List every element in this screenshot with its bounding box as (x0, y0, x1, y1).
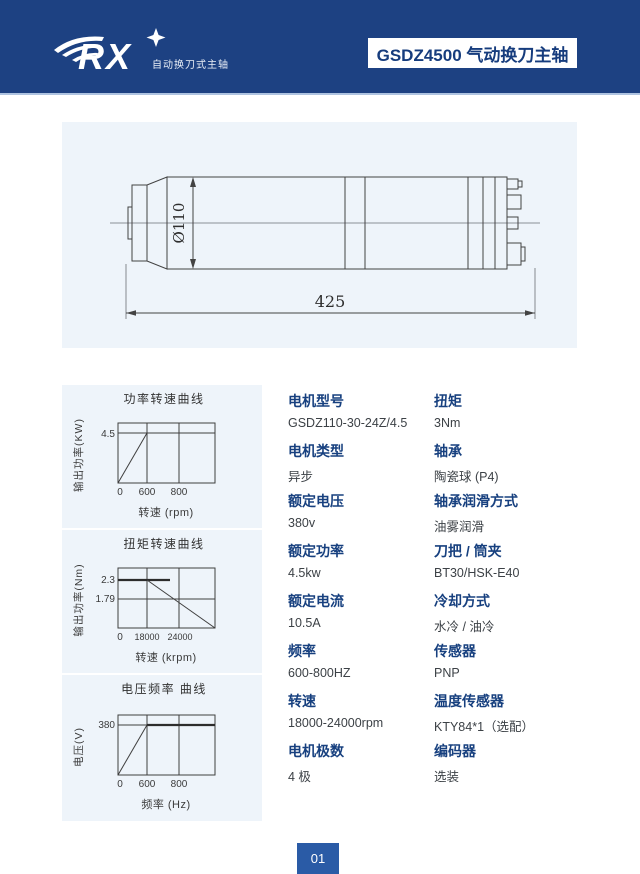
torque-speed-chart: 扭矩转速曲线 输出功率(Nm) 2.3 1.79 0 18000 24000 转… (62, 530, 262, 673)
brand-logo: RX (52, 24, 222, 80)
spec-item-motor-model: 电机型号 GSDZ110-30-24Z/4.5 (288, 391, 434, 441)
rear-fittings (506, 178, 526, 266)
x-tick: 800 (171, 779, 188, 790)
diameter-dimension: Ø110 (170, 177, 196, 269)
spec-item-torque: 扭矩 3Nm (434, 391, 612, 441)
spec-value: 选装 (434, 770, 460, 784)
spec-label: 扭矩 (434, 393, 462, 409)
y-axis-label: 输出功率(Nm) (72, 563, 85, 636)
spec-value: 600-800HZ (288, 666, 351, 680)
spec-label: 电机型号 (288, 393, 344, 409)
spec-label: 温度传感器 (434, 693, 504, 709)
spec-label: 电机极数 (288, 743, 344, 759)
y-tick: 1.79 (96, 594, 116, 605)
spec-label: 轴承 (434, 443, 462, 459)
spec-item-rated-power: 额定功率 4.5kw (288, 541, 434, 591)
plot-frame (117, 714, 216, 776)
spec-value: 水冷 / 油冷 (434, 620, 495, 634)
spec-value: PNP (434, 666, 460, 680)
spec-label: 电机类型 (288, 443, 344, 459)
x-axis-label: 转速 (rpm) (138, 505, 193, 519)
spec-item-sensor: 传感器 PNP (434, 641, 612, 691)
power-speed-chart: 功率转速曲线 输出功率(KW) 4.5 0 600 800 转速 (rpm) (62, 385, 262, 528)
product-title-box: GSDZ4500 气动换刀主轴 (368, 38, 577, 68)
spec-item-cooling: 冷却方式 水冷 / 油冷 (434, 591, 612, 641)
x-axis-label: 转速 (krpm) (135, 650, 196, 664)
y-tick: 2.3 (101, 575, 115, 586)
spec-value: 3Nm (434, 416, 461, 430)
brand-tagline: 自动换刀式主轴 (152, 60, 229, 71)
x-tick: 600 (139, 779, 156, 790)
diameter-label: Ø110 (170, 203, 188, 244)
spec-label: 传感器 (434, 643, 476, 659)
spec-item-frequency: 频率 600-800HZ (288, 641, 434, 691)
spec-value: GSDZ110-30-24Z/4.5 (288, 416, 408, 430)
spec-value: 油雾润滑 (434, 520, 485, 534)
chart-title: 电压频率 曲线 (121, 681, 207, 696)
voltage-curve-rise (117, 724, 148, 776)
spec-label: 额定功率 (288, 543, 344, 559)
spec-label: 转速 (288, 693, 316, 709)
product-title: GSDZ4500 气动换刀主轴 (376, 45, 569, 65)
x-tick: 0 (117, 632, 123, 643)
plot-frame (117, 422, 216, 484)
length-dimension: 425 (125, 264, 536, 319)
y-axis-label: 电压(V) (72, 727, 85, 767)
spec-item-motor-type: 电机类型 异步 (288, 441, 434, 491)
spec-value: 陶瓷球 (P4) (434, 470, 499, 484)
sparkle-star-icon (146, 28, 166, 47)
spec-label: 额定电压 (288, 493, 344, 509)
y-tick: 4.5 (101, 429, 115, 440)
spec-value: BT30/HSK-E40 (434, 566, 520, 580)
spec-label: 轴承润滑方式 (434, 493, 518, 509)
x-tick: 24000 (167, 632, 192, 642)
spec-value: KTY84*1（选配） (434, 720, 535, 734)
spec-item-lubrication: 轴承润滑方式 油雾润滑 (434, 491, 612, 541)
length-label: 425 (315, 292, 346, 311)
page-number-badge: 01 (297, 843, 339, 874)
spec-label: 编码器 (434, 743, 476, 759)
spec-item-motor-poles: 电机极数 4 极 (288, 741, 434, 791)
y-axis-label: 输出功率(KW) (72, 418, 85, 492)
x-tick: 0 (117, 779, 123, 790)
torque-curve-decline (146, 579, 216, 629)
spec-label: 冷却方式 (434, 593, 490, 609)
spec-value: 异步 (288, 470, 314, 484)
x-tick: 800 (171, 487, 188, 498)
power-curve (117, 432, 148, 484)
spec-label: 频率 (288, 643, 316, 659)
spec-item-tool-holder: 刀把 / 筒夹 BT30/HSK-E40 (434, 541, 612, 591)
chart-title: 扭矩转速曲线 (123, 536, 204, 551)
x-tick: 18000 (134, 632, 159, 642)
logo-swoosh-icon (54, 36, 104, 62)
x-tick: 600 (139, 487, 156, 498)
voltage-frequency-chart: 电压频率 曲线 电压(V) 380 0 600 800 频率 (Hz) (62, 675, 262, 821)
plot-frame (117, 567, 216, 629)
spec-label: 刀把 / 筒夹 (434, 543, 502, 559)
logo-text: RX (78, 36, 132, 77)
x-axis-label: 频率 (Hz) (141, 797, 190, 811)
spec-value: 18000-24000rpm (288, 716, 384, 730)
spec-value: 4 极 (288, 770, 311, 784)
spec-value: 4.5kw (288, 566, 321, 580)
spec-value: 10.5A (288, 616, 321, 630)
spec-item-encoder: 编码器 选装 (434, 741, 612, 791)
technical-drawing-panel: Ø110 425 (62, 122, 577, 348)
spec-label: 额定电流 (288, 593, 344, 609)
spec-value: 380v (288, 516, 316, 530)
y-tick: 380 (98, 720, 115, 731)
spindle-drawing: Ø110 425 (110, 176, 540, 319)
header-band: RX 自动换刀式主轴 GSDZ4500 气动换刀主轴 (0, 0, 640, 95)
spec-table: 电机型号 GSDZ110-30-24Z/4.5 电机类型 异步 额定电压 380… (288, 391, 612, 791)
logo-graphic: RX (54, 28, 166, 77)
spec-item-rated-current: 额定电流 10.5A (288, 591, 434, 641)
spec-item-bearing: 轴承 陶瓷球 (P4) (434, 441, 612, 491)
spec-item-speed: 转速 18000-24000rpm (288, 691, 434, 741)
spec-item-rated-voltage: 额定电压 380v (288, 491, 434, 541)
x-tick: 0 (117, 487, 123, 498)
page-number: 01 (310, 851, 326, 866)
chart-title: 功率转速曲线 (123, 391, 204, 406)
spec-item-temp-sensor: 温度传感器 KTY84*1（选配） (434, 691, 612, 741)
